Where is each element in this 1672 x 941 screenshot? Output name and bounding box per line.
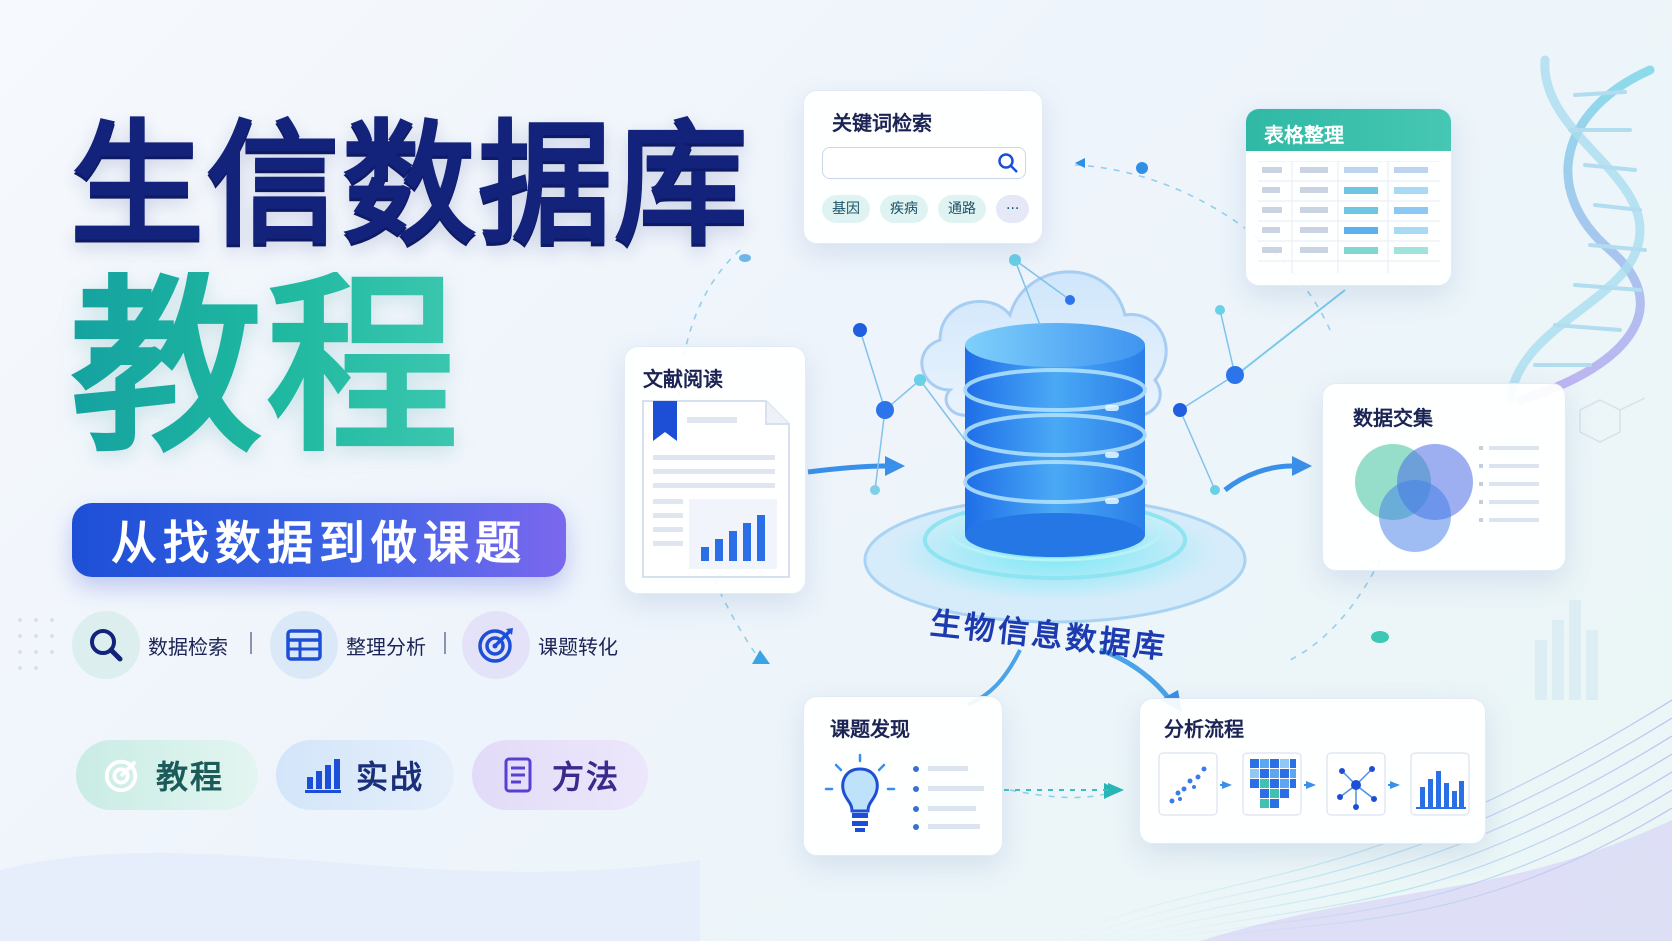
tag-chip[interactable]: 疾病	[880, 195, 928, 223]
target-icon	[462, 611, 530, 679]
subtitle-text: 从找数据到做课题	[111, 516, 527, 570]
search-icon[interactable]	[997, 152, 1019, 174]
dot-grid-decor	[18, 618, 54, 670]
database-illustration	[853, 254, 1247, 624]
target-icon	[104, 759, 138, 793]
magnifier-icon	[72, 611, 140, 679]
card-keyword-search: 关键词检索 基因疾病通路 ···	[803, 90, 1043, 244]
card-data-intersection: 数据交集	[1322, 383, 1566, 571]
hero-title-line1: 生信数据库	[70, 107, 751, 263]
molecule-decor	[1579, 397, 1646, 443]
card-analysis-pipeline: 分析流程	[1139, 698, 1486, 844]
pill-method[interactable]: 方法	[472, 740, 648, 810]
card-table-organize: 表格整理	[1245, 108, 1452, 286]
feature-topic-conversion: 课题转化	[462, 610, 618, 680]
document-icon	[504, 757, 532, 793]
card-title: 数据交集	[1353, 406, 1433, 430]
feature-label: 数据检索	[148, 634, 228, 659]
network-nodes	[853, 254, 1244, 495]
hero-title-line2: 教程	[70, 256, 462, 479]
tag-chip[interactable]: 通路	[938, 195, 986, 223]
subtitle-banner: 从找数据到做课题	[72, 503, 566, 577]
card-title: 表格整理	[1264, 123, 1344, 147]
feature-organize-analyze: 整理分析	[270, 610, 426, 680]
card-title: 关键词检索	[832, 111, 932, 135]
pipeline-steps	[1158, 752, 1470, 816]
pipeline-flow-arrow	[1004, 783, 1124, 797]
pill-label: 方法	[552, 758, 621, 796]
tag-list: 基因疾病通路 ···	[822, 195, 1039, 223]
search-input[interactable]	[822, 147, 1026, 179]
faint-bars-decor	[1535, 600, 1598, 700]
dna-helix-icon	[1505, 55, 1655, 405]
document-icon	[642, 400, 790, 578]
flow-arrows	[807, 456, 1312, 712]
divider	[444, 632, 446, 654]
wave-lines	[1049, 699, 1672, 941]
pill-label: 实战	[356, 758, 425, 796]
venn-diagram	[1355, 444, 1539, 552]
card-title: 分析流程	[1164, 717, 1244, 741]
feature-data-search: 数据检索	[72, 610, 228, 680]
feature-label: 课题转化	[538, 634, 618, 659]
card-literature-reading: 文献阅读	[624, 346, 806, 594]
pill-label: 教程	[156, 758, 225, 796]
feature-label: 整理分析	[346, 634, 426, 659]
lightbulb-icon	[824, 753, 984, 832]
bar-chart-icon	[305, 759, 341, 793]
more-chip[interactable]: ···	[996, 195, 1030, 223]
tag-chip[interactable]: 基因	[822, 195, 870, 223]
card-title: 文献阅读	[643, 367, 723, 391]
card-topic-discovery: 课题发现	[803, 696, 1003, 856]
table-icon	[270, 611, 338, 679]
pill-practice[interactable]: 实战	[276, 740, 454, 810]
table-preview	[1258, 161, 1440, 273]
card-title: 课题发现	[830, 717, 910, 741]
divider	[250, 632, 252, 654]
pill-tutorial[interactable]: 教程	[76, 740, 258, 810]
